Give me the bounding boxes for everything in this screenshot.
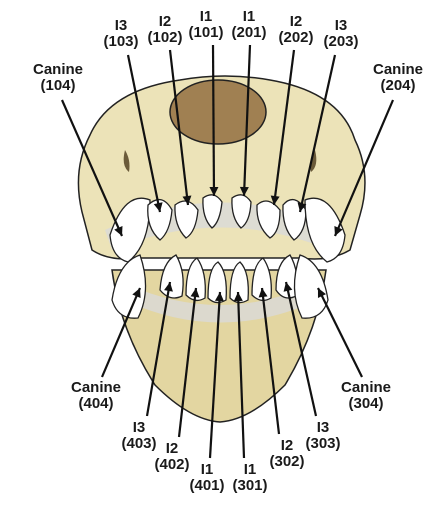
label-canine-304: Canine(304) [341, 380, 391, 412]
label-canine-104: Canine(104) [33, 62, 83, 94]
label-i1-401: I1(401) [189, 462, 224, 494]
label-canine-204: Canine(204) [373, 62, 423, 94]
label-i2-102: I2(102) [147, 14, 182, 46]
label-i3-103: I3(103) [103, 18, 138, 50]
tooth-canine-404 [112, 255, 146, 318]
label-i1-201: I1(201) [231, 9, 266, 41]
label-i2-402: I2(402) [154, 441, 189, 473]
tooth-i3-403 [160, 255, 183, 298]
pointer-304 [318, 288, 362, 377]
pointer-101 [213, 45, 214, 196]
label-canine-404: Canine(404) [71, 380, 121, 412]
tooth-i1-401 [208, 262, 226, 303]
label-i3-403: I3(403) [121, 420, 156, 452]
tooth-canine-304 [294, 255, 328, 318]
nasal-cavity [170, 80, 266, 144]
label-i1-101: I1(101) [188, 9, 223, 41]
label-i2-202: I2(202) [278, 14, 313, 46]
tooth-i3-303 [276, 255, 297, 298]
label-i3-303: I3(303) [305, 420, 340, 452]
label-i3-203: I3(203) [323, 18, 358, 50]
label-i2-302: I2(302) [269, 438, 304, 470]
label-i1-301: I1(301) [232, 462, 267, 494]
